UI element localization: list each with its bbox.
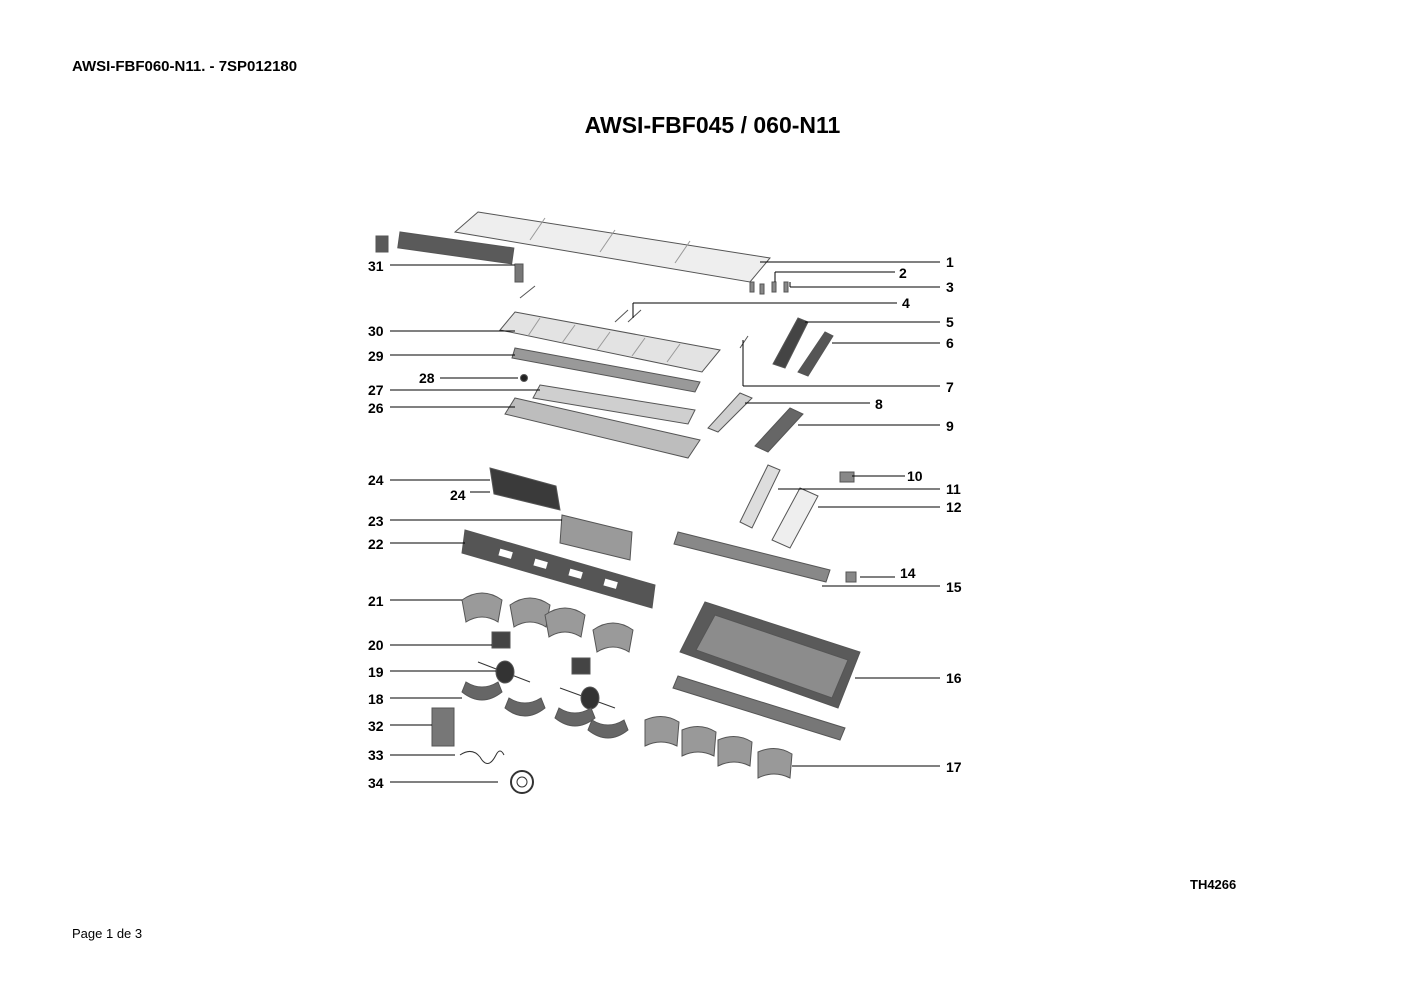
callout-5: 5 xyxy=(946,314,954,330)
callout-17: 17 xyxy=(946,759,962,775)
callout-34: 34 xyxy=(368,775,384,791)
part-26 xyxy=(504,397,701,459)
part-31 xyxy=(397,231,515,265)
part-33 xyxy=(459,750,505,764)
part-20 xyxy=(491,631,511,649)
part-9 xyxy=(754,407,804,453)
part-17 xyxy=(644,716,793,779)
callout-31: 31 xyxy=(368,258,384,274)
callout-23: 23 xyxy=(368,513,384,529)
part-14 xyxy=(845,571,857,583)
part-28 xyxy=(520,374,528,382)
part-10 xyxy=(839,471,855,483)
callout-28: 28 xyxy=(419,370,435,386)
part-30 xyxy=(499,311,721,373)
callout-30: 30 xyxy=(368,323,384,339)
callout-20: 20 xyxy=(368,637,384,653)
part-23 xyxy=(559,514,633,561)
callout-10: 10 xyxy=(907,468,923,484)
callout-7: 7 xyxy=(946,379,954,395)
callout-21: 21 xyxy=(368,593,384,609)
callout-22: 22 xyxy=(368,536,384,552)
diagram-title: AWSI-FBF045 / 060-N11 xyxy=(584,112,841,138)
callout-33: 33 xyxy=(368,747,384,763)
part-18 xyxy=(461,681,629,739)
document-code: AWSI-FBF060-N11. - 7SP012180 xyxy=(72,58,298,75)
callout-27: 27 xyxy=(368,382,384,398)
callout-14: 14 xyxy=(900,565,916,581)
callout-12: 12 xyxy=(946,499,962,515)
page-number: Page 1 de 3 xyxy=(72,926,143,941)
part-27 xyxy=(532,384,696,425)
drawing-reference: TH4266 xyxy=(1190,877,1237,892)
part-12 xyxy=(771,487,819,549)
callout-15: 15 xyxy=(946,579,962,595)
callout-4: 4 xyxy=(902,295,910,311)
callout-1: 1 xyxy=(946,254,954,270)
part-21 xyxy=(461,592,634,653)
part-34 xyxy=(510,770,534,794)
part-11 xyxy=(739,464,781,529)
callout-8: 8 xyxy=(875,396,883,412)
part-8 xyxy=(707,392,753,433)
callout-9: 9 xyxy=(946,418,954,434)
parts-drawing xyxy=(375,211,861,794)
callout-3: 3 xyxy=(946,279,954,295)
callout-11: 11 xyxy=(946,481,961,497)
leader-lines xyxy=(390,261,940,783)
callout-2: 2 xyxy=(899,265,907,281)
callout-24a: 24 xyxy=(368,472,384,488)
part-32 xyxy=(431,707,455,747)
callout-16: 16 xyxy=(946,670,962,686)
part-5 xyxy=(772,317,809,369)
callout-6: 6 xyxy=(946,335,954,351)
callout-26: 26 xyxy=(368,400,384,416)
part-15 xyxy=(673,531,831,583)
callouts-right: 1 2 3 4 5 6 7 8 9 10 11 12 14 15 16 17 xyxy=(875,254,962,775)
part-24 xyxy=(489,467,561,511)
callout-24b: 24 xyxy=(450,487,466,503)
part-6 xyxy=(797,331,834,377)
callout-29: 29 xyxy=(368,348,384,364)
callout-19: 19 xyxy=(368,664,384,680)
part-22 xyxy=(461,529,656,609)
callout-32: 32 xyxy=(368,718,384,734)
callouts-left: 31 30 29 28 27 26 24 24 23 22 21 20 19 1… xyxy=(368,258,466,791)
callout-18: 18 xyxy=(368,691,384,707)
